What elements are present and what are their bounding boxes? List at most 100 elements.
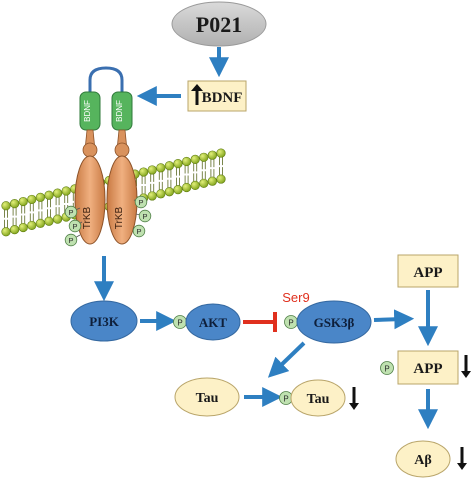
lipid-tail [158,171,163,190]
lipid-tail [141,176,146,195]
lipid-tail [55,197,60,216]
lipid-head [1,227,11,237]
receptor-phospho-label: P [68,208,73,217]
lipid-head [61,186,71,196]
lipid-head [182,156,192,167]
lipid-head [173,185,183,195]
akt-phospho-label: P [177,319,182,328]
receptor-phospho-label: P [136,227,141,236]
lipid-head [199,152,209,162]
gsk3b-node [296,300,372,344]
receptor-phospho-marker [132,224,146,238]
abeta-label: Aβ [414,453,432,468]
akt-node [185,303,241,341]
lipid-head [199,178,209,188]
receptor-phospho-marker [134,195,148,209]
lipid-tail [201,161,206,180]
lipid-head [35,218,46,228]
receptor-phospho-marker [138,209,152,223]
lipid-head [27,194,37,205]
app-top-label: APP [413,265,442,281]
lipid-tail [219,157,223,176]
lipid-head [1,201,11,211]
lipid-head [147,191,157,201]
lipid-tail [47,199,51,218]
lipid-head [173,159,183,169]
app-phospho-marker [380,361,394,375]
app-top-box [397,254,459,288]
lipid-head [156,189,166,199]
lipid-head [164,161,174,171]
lipid-tail [210,159,215,178]
receptor-phospho-label: P [142,212,147,221]
receptor-phospho-marker [64,233,78,247]
lipid-tail [193,163,198,182]
arrow-gsk3b-to-app [373,309,415,330]
lipid-head [139,167,149,177]
arrow-gsk3b-to-tau [267,341,306,378]
receptor-phospho-label: P [68,236,73,245]
trkb-right-knob [114,142,130,158]
bdnf-right-label: BDNF [115,100,124,122]
lipid-head [35,192,46,202]
lipid-head [216,174,226,184]
lipid-head [10,225,20,235]
lipid-head [156,163,166,173]
ptau-label: Tau [307,392,330,407]
bdnf-left-label: BDNF [83,100,92,122]
lipid-head [10,199,20,209]
lipid-tail [4,209,8,228]
lipid-tail [64,195,69,214]
lipid-head [44,216,54,226]
tau-label: Tau [196,391,219,406]
pi3k-label: PI3K [89,314,120,329]
akt-label: AKT [199,315,228,330]
trkb-left-label: TrKB [82,206,93,229]
lipid-head [44,190,54,200]
down-arrowhead-icon-abeta [457,463,467,470]
pi3k-node [70,300,138,342]
app-phospho-label: P [384,365,389,374]
down-arrowhead-icon [461,371,471,378]
trkb-right-label: TrKB [114,206,125,229]
gsk3b-phospho-label: P [288,319,293,328]
lipid-head [216,148,226,158]
receptor-phospho-marker [64,205,78,219]
app-mid-label: APP [413,361,442,377]
lipid-tail [150,173,155,192]
lipid-head [52,188,63,198]
lipid-tail [12,207,17,226]
lipid-head [207,176,217,186]
lipid-head [147,165,157,175]
up-arrowhead-icon [191,84,203,91]
lipid-head [190,180,200,191]
lipid-head [52,214,63,224]
lipid-tail [29,203,34,222]
lipid-tail [176,167,180,186]
trkb-left-knob [82,142,98,158]
receptor-phospho-label: P [72,222,77,231]
abeta-node [395,440,451,478]
trkb-receptor-complex: BDNF BDNF TrKB TrKB [74,66,138,245]
tau-node [174,377,240,417]
tau-phospho-label: P [283,395,288,404]
lipid-head [27,220,37,231]
lipid-head [207,150,217,160]
p021-node [171,1,267,47]
bdnf-box-label: BDNF [202,90,243,106]
app-mid-box [397,350,459,385]
receptor-phospho-label: P [138,198,143,207]
lipid-tail [167,169,172,188]
gsk3b-label: GSK3β [314,315,355,330]
lipid-head [182,182,192,193]
ptau-node [290,379,346,417]
p021-label: P021 [196,12,242,37]
trkb-left-body [74,155,106,245]
lipid-head [190,154,200,165]
bdnf-dimer-link [88,66,124,96]
lipid-tail [38,201,43,220]
lipid-tail [184,165,189,184]
